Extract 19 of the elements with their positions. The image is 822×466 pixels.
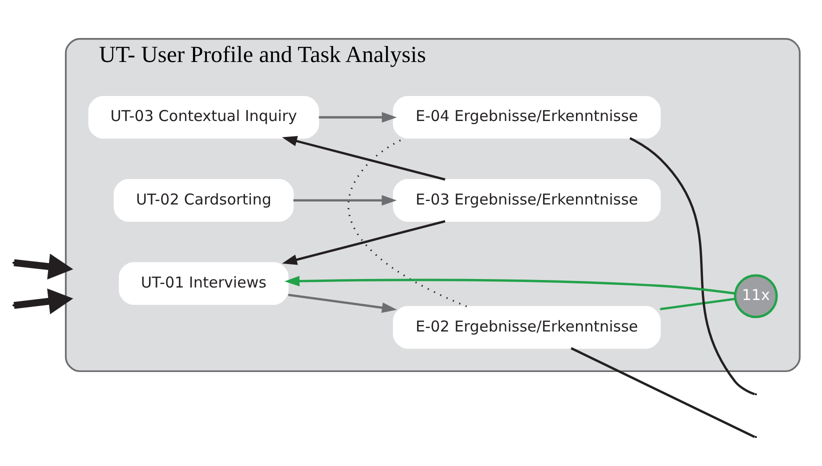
node-box: E-02 Ergebnisse/Erkenntnisse <box>392 306 661 348</box>
connector <box>570 346 756 438</box>
connector <box>660 297 736 310</box>
arrow <box>293 194 397 206</box>
arrow <box>282 220 446 264</box>
arrow <box>284 275 736 294</box>
arrow <box>288 293 397 312</box>
arrow <box>14 288 74 314</box>
node-box: UT-03 Contextual Inquiry <box>88 95 320 138</box>
node-box: E-03 Ergebnisse/Erkenntnisse <box>392 178 661 222</box>
connector <box>629 136 755 395</box>
node-box: UT-01 Interviews <box>118 262 289 304</box>
arrow <box>318 112 397 122</box>
arrow <box>282 135 446 180</box>
node-box: UT-02 Cardsorting <box>114 178 294 222</box>
arrow <box>14 253 74 279</box>
node-box: E-04 Ergebnisse/Erkenntnisse <box>392 95 661 138</box>
node-circle: 11x <box>734 274 778 318</box>
connector <box>348 136 467 307</box>
